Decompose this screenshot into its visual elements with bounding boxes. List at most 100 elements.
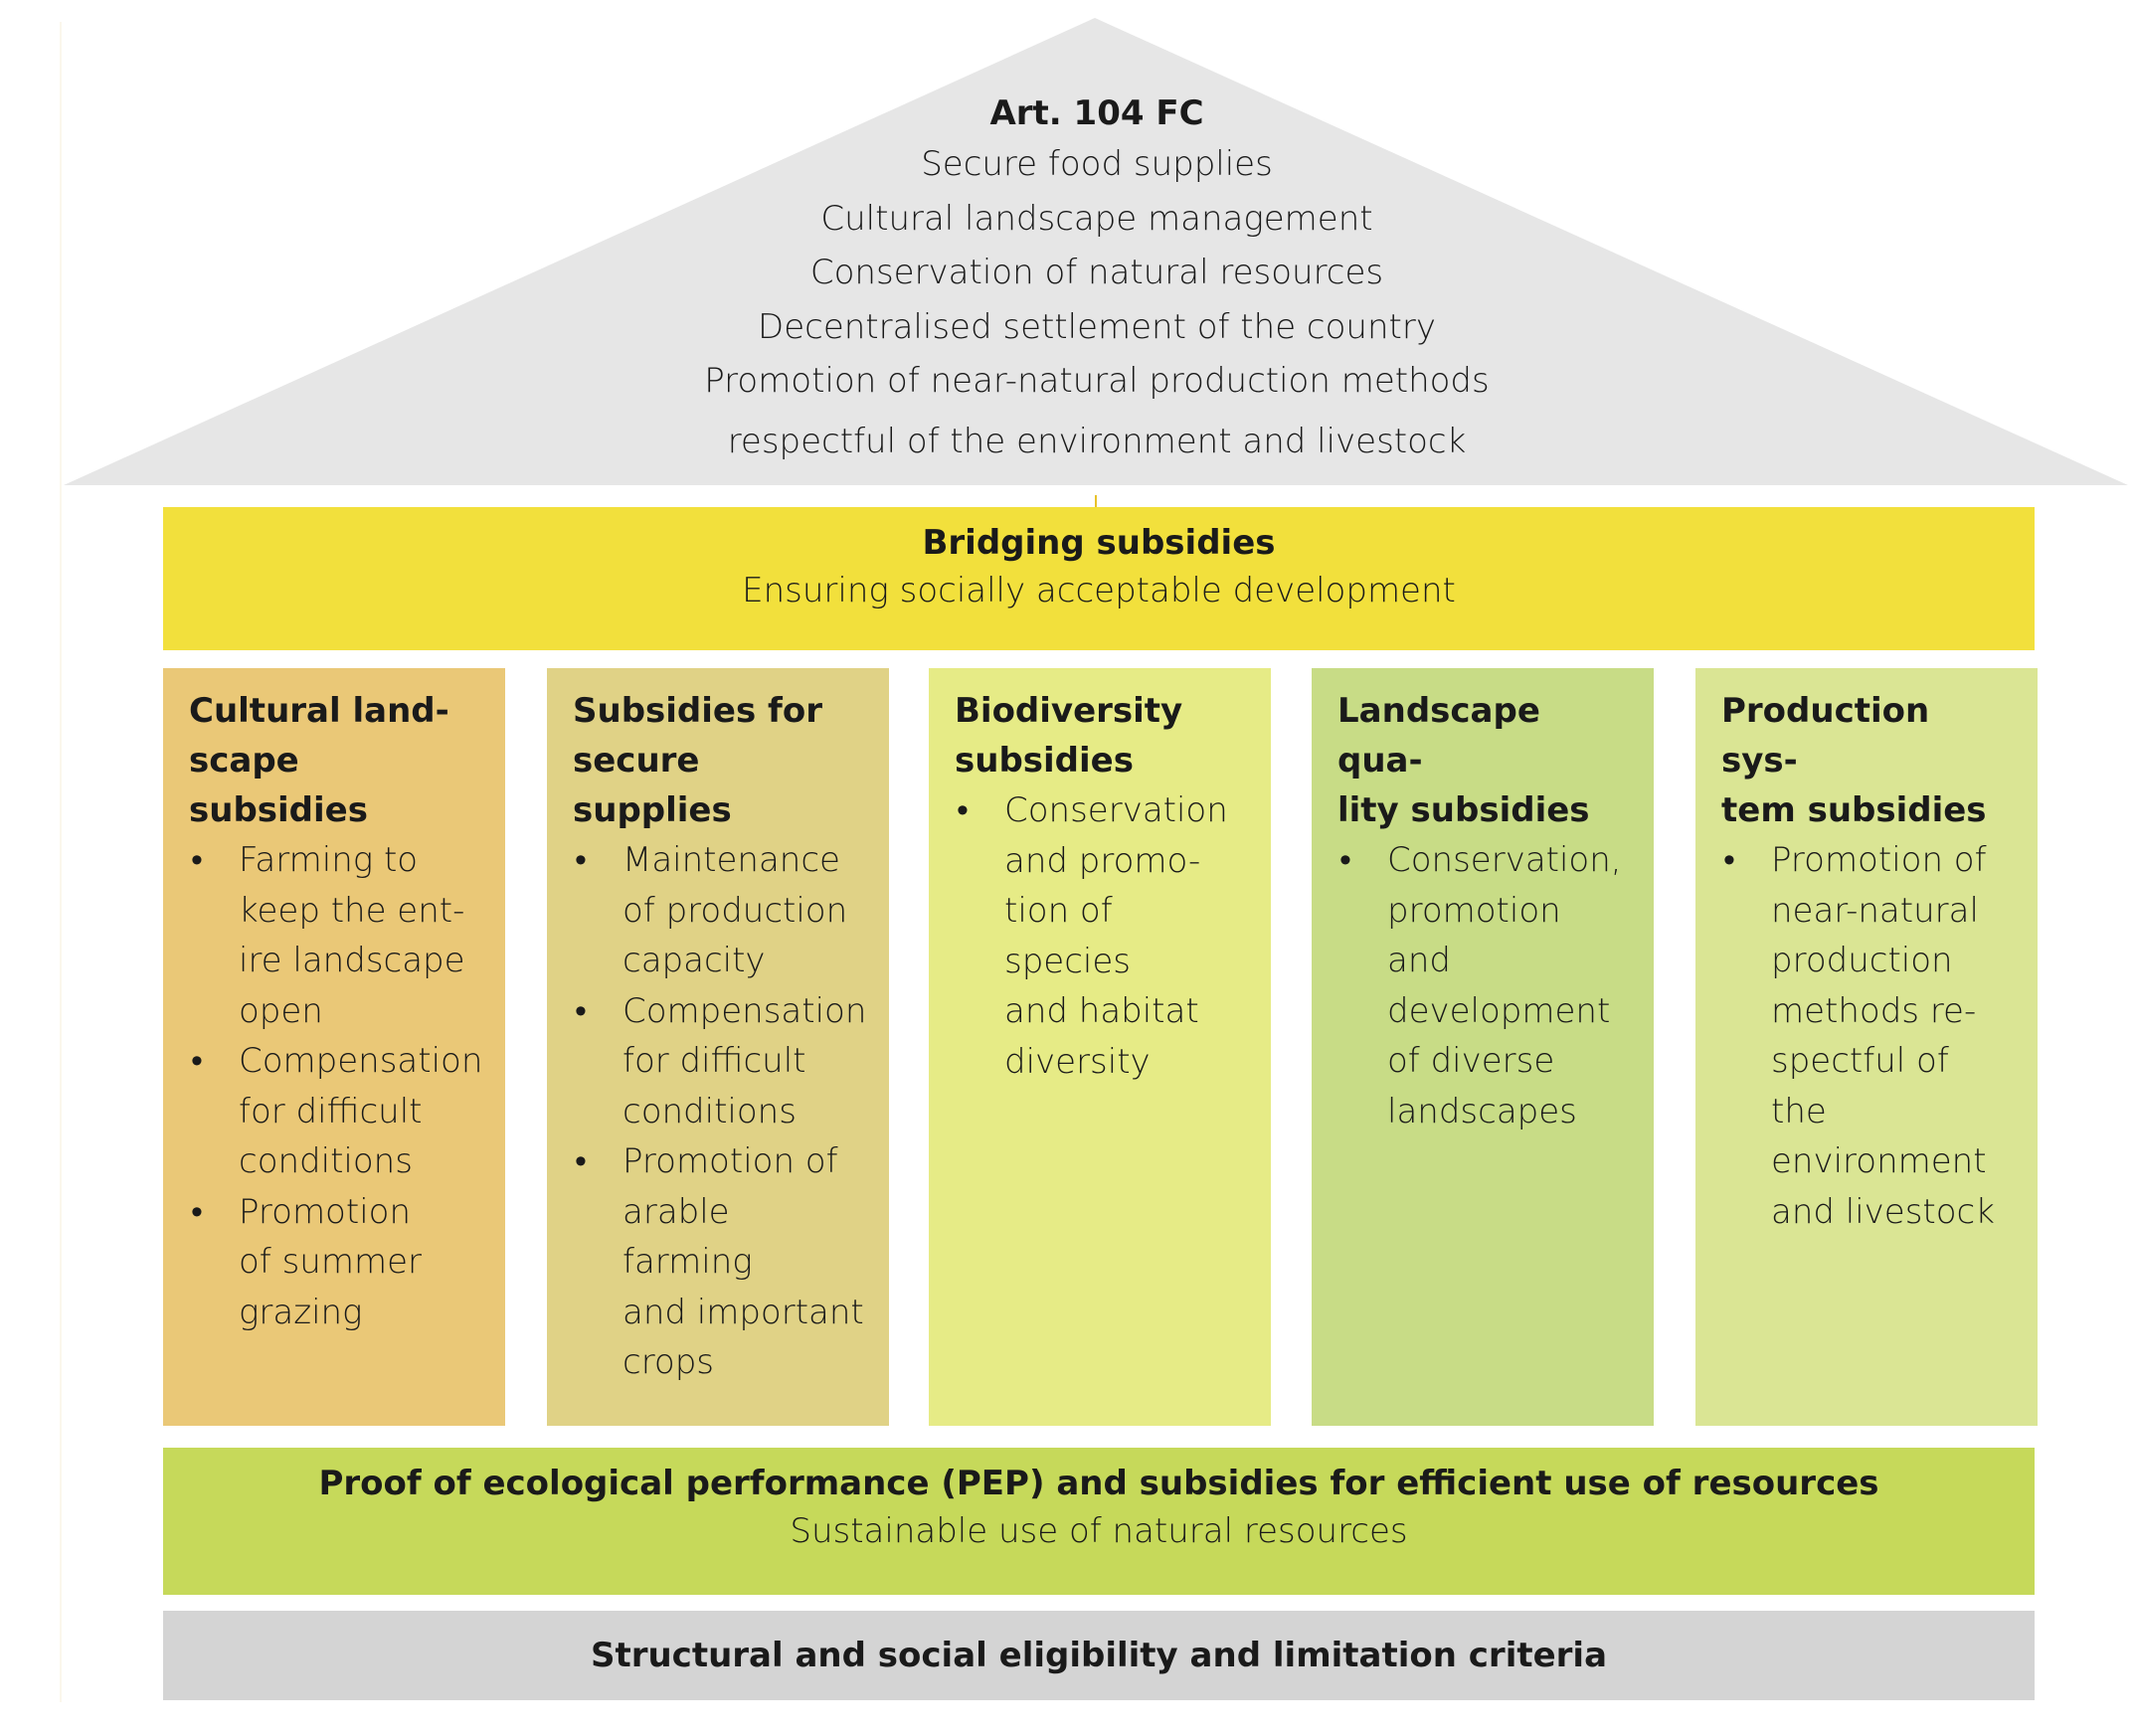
bullet-item: • Conservation and promo-tion of species an… <box>955 785 1247 1087</box>
bullet-line: Promotion of <box>622 1141 838 1181</box>
bullet-line: keep the ent- <box>239 890 465 931</box>
bridging-subsidies-band: Bridging subsidies Ensuring socially acc… <box>163 507 2035 650</box>
bullet-icon: • <box>1723 840 1735 880</box>
bullet-line: conditions <box>622 1091 797 1131</box>
pillar-landscape-quality: Landscape qua-lity subsidies • Conservatio… <box>1312 668 1654 1426</box>
bullet-line: and important <box>622 1292 864 1332</box>
pep-subtitle: Sustainable use of natural resources <box>790 1511 1408 1551</box>
bullet-icon: • <box>575 840 587 880</box>
pillar-title: Landscape qua-lity subsidies <box>1337 686 1630 835</box>
bullet-line: open <box>239 990 323 1031</box>
bullet-icon: • <box>191 1191 203 1232</box>
bullet-line: ire landscape <box>239 941 465 980</box>
bullet-icon: • <box>575 990 587 1031</box>
bullet-list: • Conservation and promo-tion of species an… <box>955 785 1247 1087</box>
pillar-title: Subsidies for secure supplies <box>573 686 865 835</box>
bullet-list: • Conservation, promotion and development of… <box>1337 835 1630 1136</box>
bullet-line: Conservation <box>1004 790 1228 830</box>
bullet-item: • Promotion of summer grazing <box>189 1187 481 1338</box>
bullet-line: for difficult <box>622 1041 806 1081</box>
pillar-biodiversity: Biodiversity subsidies • Conservation and pr… <box>929 668 1271 1426</box>
roof-line: Conservation of natural resources <box>809 253 1384 292</box>
bridging-subtitle: Ensuring socially acceptable development <box>742 571 1456 610</box>
pillar-secure-supplies: Subsidies for secure supplies • Maintenance… <box>547 668 889 1426</box>
pillar-cultural-landscape: Cultural land-scape subsidies • Farming to… <box>163 668 505 1426</box>
pillar-title-line: Landscape qua- <box>1337 691 1540 781</box>
bullet-line: methods re- <box>1771 990 1977 1031</box>
bullet-item: • Promotion of near-natural production metho… <box>1721 835 2014 1237</box>
bullet-item: • Compensation for difficult conditions <box>573 986 867 1137</box>
bullet-line: near-natural <box>1771 890 1979 931</box>
bullet-line: promotion and <box>1387 890 1561 981</box>
bullet-line: Promotion <box>239 1191 411 1232</box>
criteria-title: Structural and social eligibility and li… <box>590 1636 1608 1675</box>
roof-line: Promotion of near-natural production met… <box>704 361 1490 401</box>
bullet-icon: • <box>191 1041 203 1081</box>
bullet-line: crops <box>622 1342 715 1382</box>
bullet-list: • Promotion of near-natural production metho… <box>1721 835 2014 1237</box>
roof-title: Art. 104 FC <box>989 93 1204 133</box>
roof-triangle <box>64 18 2128 485</box>
roof-shape <box>64 18 2128 485</box>
bullet-line: landscapes <box>1387 1091 1577 1131</box>
roof-line: Decentralised settlement of the country <box>758 306 1436 347</box>
bullet-line: and livestock <box>1771 1191 1995 1232</box>
bullet-icon: • <box>1339 840 1351 880</box>
bullet-line: tion of species <box>1004 891 1131 981</box>
pillar-title: Production sys-tem subsidies <box>1721 686 2014 835</box>
pep-title: Proof of ecological performance (PEP) an… <box>318 1464 1879 1503</box>
bullet-line: diversity <box>1004 1041 1151 1082</box>
bullet-line: for difficult <box>239 1091 423 1131</box>
roof-line: Secure food supplies <box>921 144 1273 184</box>
bullet-item: • Compensation for difficult conditions <box>189 1036 483 1187</box>
pillar-title-line: tem subsidies <box>1721 790 1987 830</box>
bullet-list: • Maintenance of production capacity • Compen… <box>573 835 867 1388</box>
bullet-line: development <box>1387 990 1611 1031</box>
bullet-item: • Promotion of arable farming and important… <box>573 1136 865 1388</box>
pillar-title-line: subsidies <box>955 741 1134 781</box>
roof-content: Art. 104 FC Secure food supplies Cultura… <box>597 89 1597 468</box>
bullet-icon: • <box>957 790 969 830</box>
bullet-line: arable farming <box>622 1191 753 1283</box>
bullet-line: Compensation <box>239 1041 483 1081</box>
roof-line: respectful of the environment and livest… <box>727 421 1467 461</box>
pillar-title: Cultural land-scape subsidies <box>189 686 481 835</box>
pillar-title-line: Biodiversity <box>955 691 1183 731</box>
pillar-title-line: lity subsidies <box>1337 790 1590 830</box>
bullet-line: and habitat <box>1004 991 1199 1031</box>
bullet-line: capacity <box>622 941 766 980</box>
bullet-item: • Conservation, promotion and development of… <box>1337 835 1630 1136</box>
pep-band: Proof of ecological performance (PEP) an… <box>163 1448 2035 1595</box>
bridging-title: Bridging subsidies <box>922 523 1276 563</box>
pillar-title: Biodiversity subsidies <box>955 686 1247 785</box>
bullet-line: Promotion of <box>1771 840 1987 880</box>
bullet-line: of summer <box>239 1242 422 1282</box>
pillar-title-line: Cultural land- <box>189 691 449 731</box>
criteria-band: Structural and social eligibility and li… <box>163 1611 2035 1700</box>
bullet-line: environment <box>1771 1141 1987 1181</box>
bullet-item: • Maintenance of production capacity <box>573 835 865 986</box>
pillar-production-system: Production sys-tem subsidies • Promotion o… <box>1695 668 2038 1426</box>
bullet-item: • Farming to keep the ent-ire landscape ope… <box>189 835 481 1036</box>
bullet-line: of diverse <box>1387 1041 1555 1081</box>
pillar-title-line: Subsidies for <box>573 691 822 731</box>
bullet-line: conditions <box>239 1141 413 1181</box>
bullet-line: Farming to <box>239 840 419 880</box>
pillar-title-line: Production sys- <box>1721 691 1930 781</box>
bullet-line: and promo- <box>1004 840 1201 881</box>
bullet-list: • Farming to keep the ent-ire landscape ope… <box>189 835 483 1338</box>
bullet-line: grazing <box>239 1292 363 1332</box>
page-edge <box>60 22 62 1702</box>
bullet-line: of production <box>622 890 848 931</box>
bullet-line: spectful of the <box>1771 1041 1949 1131</box>
bullet-line: production <box>1771 941 1953 980</box>
bullet-icon: • <box>575 1141 587 1181</box>
bullet-line: Compensation <box>622 990 867 1031</box>
bullet-line: Conservation, <box>1387 840 1622 880</box>
connector-tick <box>1095 495 1097 509</box>
roof-line: Cultural landscape management <box>820 198 1373 239</box>
bullet-icon: • <box>191 840 203 880</box>
pillar-title-line: secure supplies <box>573 741 732 830</box>
bullet-line: Maintenance <box>622 840 840 880</box>
pillar-title-line: scape subsidies <box>189 741 368 830</box>
